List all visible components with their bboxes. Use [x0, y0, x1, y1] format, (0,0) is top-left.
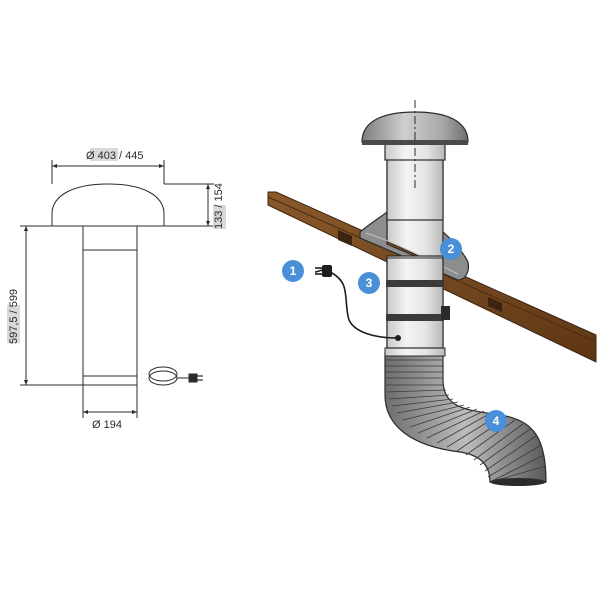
roof-batten-2 [488, 297, 502, 312]
dim-cap-height: 133 / 154 [213, 183, 225, 229]
dim-top-diameter: Ø 403 / 445 [86, 150, 144, 162]
pipe-outline [82, 225, 138, 386]
cable-entry [395, 335, 401, 341]
technical-drawing [20, 160, 214, 418]
pipe-clamp-2 [386, 314, 444, 321]
dimension-arrows [24, 164, 210, 414]
callout-4: 4 [485, 410, 507, 432]
pipe-lower [386, 255, 444, 349]
hose-ribs [385, 359, 547, 483]
roof-batten-1 [338, 230, 352, 246]
callout-2: 2 [440, 238, 462, 260]
cable-coil [148, 366, 178, 382]
power-plug-icon [315, 265, 332, 277]
dim-pipe-diameter: Ø 194 [92, 419, 122, 431]
pipe-bottom-band [384, 347, 446, 357]
cap-rim [362, 140, 468, 145]
highlight-box-top [90, 148, 118, 161]
installation-illustration [267, 100, 597, 486]
power-cable [314, 269, 399, 339]
flexible-hose [384, 351, 547, 483]
cap-outline [51, 183, 165, 227]
cable-coil-inner [148, 370, 178, 386]
hose-end [490, 478, 546, 486]
svg-text:3: 3 [366, 276, 373, 290]
svg-text:2: 2 [448, 242, 455, 256]
pipe-bracket [441, 306, 450, 320]
highlight-box-height [7, 305, 20, 343]
power-plug-icon [188, 373, 198, 383]
highlight-box-cap [213, 205, 226, 229]
svg-text:1: 1 [290, 264, 297, 278]
callout-3: 3 [358, 272, 380, 294]
dim-total-height: 597,5 / 599 [8, 289, 20, 344]
pipe-clamp-1 [386, 280, 444, 287]
callout-1: 1 [282, 260, 304, 282]
svg-text:4: 4 [493, 414, 500, 428]
